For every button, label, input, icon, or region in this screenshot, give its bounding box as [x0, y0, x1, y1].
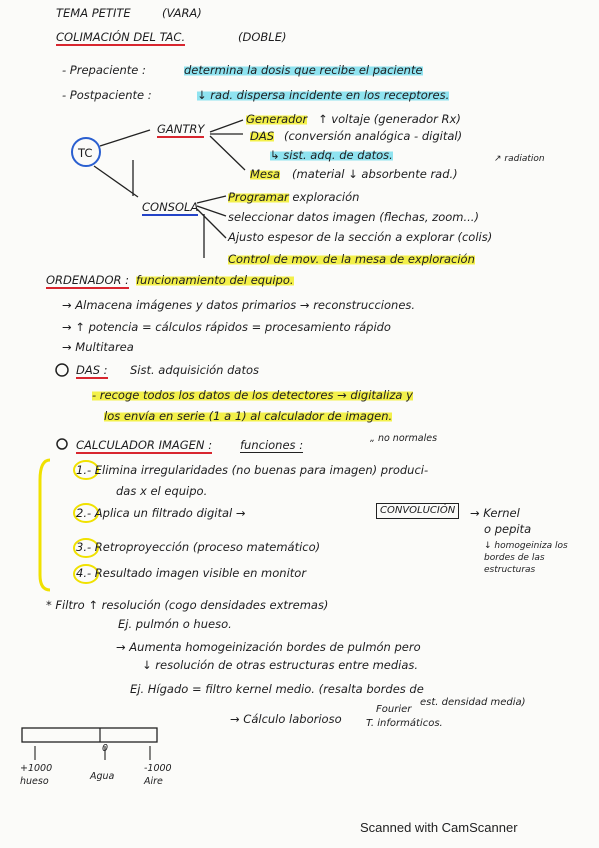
ordenador-line-2: → ↑ potencia = cálculos rápidos = proces… [62, 320, 391, 334]
das-label: DAS : [76, 363, 108, 379]
scale-aire-value: -1000 [144, 763, 172, 774]
calc-item-1: 1.- Elimina irregularidades (no buenas p… [76, 463, 429, 477]
pepita-label: o pepita [484, 522, 532, 536]
consola-control: Control de mov. de la mesa de exploració… [228, 252, 475, 266]
scale-hueso-label: hueso [20, 776, 49, 787]
tema-title: TEMA PETITE [56, 6, 131, 20]
gantry-generador: Generador [246, 112, 308, 126]
scale-agua-value: 0 [102, 743, 109, 754]
camscanner-watermark: Scanned with CamScanner [360, 820, 518, 835]
calc-item-3: 3.- Retroproyección (proceso matemático) [76, 540, 321, 554]
pre-text: determina la dosis que recibe el pacient… [184, 63, 423, 77]
post-text: ↓ rad. dispersa incidente en los recepto… [197, 88, 450, 102]
filtro-line-2: Ej. pulmón o hueso. [118, 617, 232, 631]
calc-funciones: funciones : [240, 438, 304, 453]
scale-hueso-value: +1000 [20, 763, 53, 774]
gantry-mesa: Mesa [250, 167, 281, 181]
ordenador-title: ORDENADOR : [46, 273, 130, 289]
fourier-label: Fourier [376, 704, 412, 715]
ordenador-line-1: → Almacena imágenes y datos primarios → … [62, 298, 416, 312]
ordenador-text: funcionamiento del equipo. [136, 273, 294, 287]
homogeiniza-note: ↓ homogeiniza los bordes de las estructu… [484, 541, 568, 575]
radiation-note: ↗ radiation [494, 154, 545, 164]
colimacion-sub: (DOBLE) [238, 30, 287, 44]
ordenador-line-3: → Multitarea [62, 340, 134, 354]
das-text: Sist. adquisición datos [130, 363, 260, 377]
calc-item-1b: das x el equipo. [116, 484, 208, 498]
scale-aire-label: Aire [144, 776, 163, 787]
pre-label: - Prepaciente : [62, 63, 146, 77]
consola-programar: Programar exploración [228, 190, 360, 204]
consola-seleccionar: seleccionar datos imagen (flechas, zoom.… [228, 210, 479, 224]
calc-item-2: 2.- Aplica un filtrado digital → [76, 506, 246, 520]
gantry-das-desc: (conversión analógica - digital) [284, 129, 463, 143]
calc-item-4: 4.- Resultado imagen visible en monitor [76, 566, 307, 580]
gantry-das: DAS [250, 129, 275, 143]
tema-subtitle: (VARA) [162, 6, 202, 20]
gantry-mesa-desc: (material ↓ absorbente rad.) [292, 167, 458, 181]
tc-circle-label: TC [78, 146, 93, 160]
convolucion-box: CONVOLUCIÓN [376, 503, 460, 519]
informaticos-label: T. informáticos. [366, 718, 443, 729]
consola-ajuste: Ajusto espesor de la sección a explorar … [228, 230, 493, 244]
gantry-label: GANTRY [157, 122, 205, 138]
gantry-sist: ↳ sist. adq. de datos. [270, 148, 393, 162]
kernel-label: → Kernel [470, 506, 520, 520]
calc-title: CALCULADOR IMAGEN : [76, 438, 213, 454]
filtro-line-4: ↓ resolución de otras estructuras entre … [142, 658, 419, 672]
das-line-2: los envía en serie (1 a 1) al calculador… [104, 409, 393, 423]
colimacion-title: COLIMACIÓN DEL TAC. [56, 30, 186, 46]
filtro-line-1: * Filtro ↑ resolución (cogo densidades e… [46, 598, 329, 612]
gantry-generador-desc: ↑ voltaje (generador Rx) [318, 112, 461, 126]
filtro-line-5b: est. densidad media) [420, 697, 526, 708]
filtro-line-3: → Aumenta homogeinización bordes de pulm… [116, 640, 421, 654]
filtro-line-5: Ej. Hígado = filtro kernel medio. (resal… [130, 682, 424, 696]
das-line-1: - recoge todos los datos de los detector… [92, 388, 413, 402]
scale-agua-label: Agua [90, 771, 115, 782]
post-label: - Postpaciente : [62, 88, 152, 102]
consola-label: CONSOLA [142, 200, 199, 216]
calc-note: „ no normales [370, 433, 438, 444]
calculo-laborioso: → Cálculo laborioso [230, 712, 342, 726]
